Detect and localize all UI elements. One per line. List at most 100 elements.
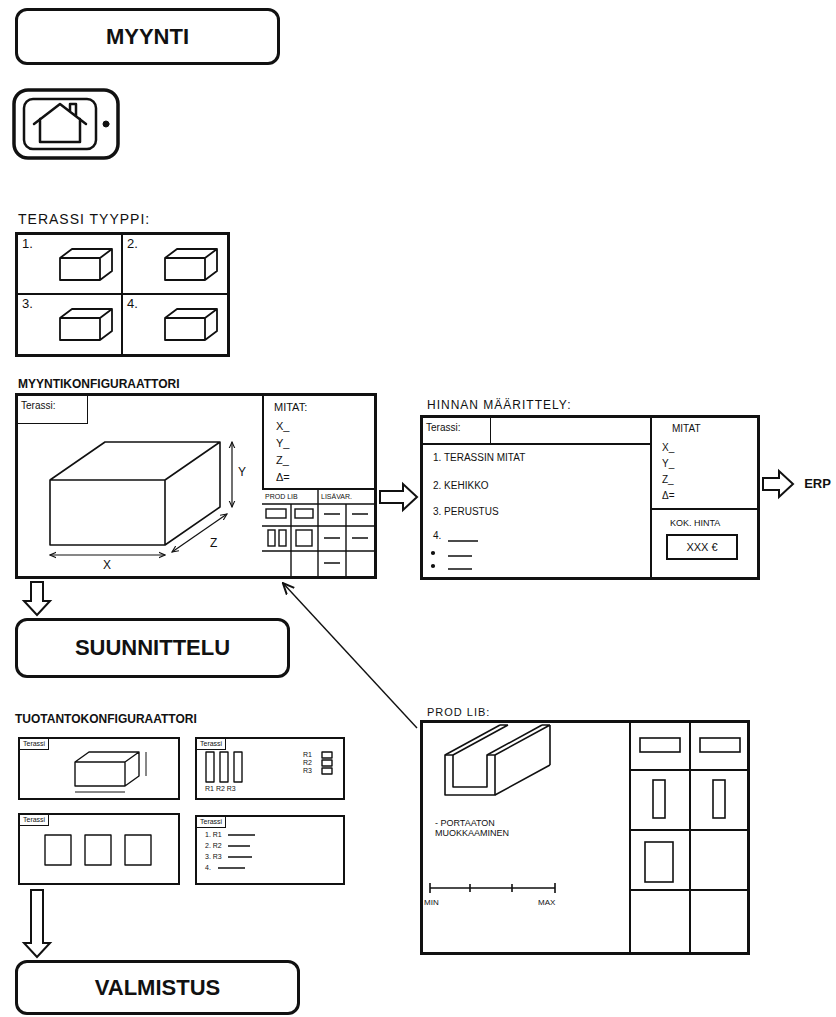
terrace-model (172, 514, 227, 552)
slider-label: MAX (538, 898, 555, 907)
tab-label: Terassi (20, 739, 49, 750)
node-text: XXX € (686, 541, 717, 554)
dimension-label: Z (210, 537, 217, 551)
node-text: MITAT (672, 423, 701, 435)
price-list-lines (423, 444, 650, 569)
library-table (262, 490, 374, 576)
production-sketch (75, 752, 146, 792)
type-cell: 3. (18, 295, 123, 354)
stage-box: MYYNTI (15, 8, 280, 65)
library-grid (630, 723, 747, 952)
dimension-panel: MITATX_Y_Z_Δ= (650, 418, 757, 510)
node-text: 2. (127, 237, 138, 252)
flow-arrow (763, 471, 793, 497)
tab-label: Terassi (20, 815, 49, 826)
flow-arrow (24, 890, 50, 957)
node-text: VALMISTUS (95, 975, 220, 1000)
table-header: PROD LIB (265, 493, 298, 501)
node-text: 2. KEHIKKO (433, 480, 489, 492)
tab-label: Terassi (197, 739, 226, 750)
node-text: ERP (804, 477, 831, 492)
type-grid: TERASSI TYYPPI:1.2.3.4. (15, 232, 230, 357)
dimension-panel: MITAT:X_Y_Z_Δ= (262, 396, 374, 490)
node-text: MYYNTI (106, 24, 189, 49)
stage-box: SUUNNITTELU (15, 618, 290, 678)
production-sketch (220, 752, 228, 782)
node-text: 3. PERUSTUS (433, 506, 499, 518)
terrace-sketch (165, 309, 217, 340)
flow-arrow (24, 582, 50, 615)
node-text: 4. (205, 864, 211, 872)
tab-box: Terassi: (423, 418, 491, 444)
screen-box: HINNAN MÄÄRITTELY:1. TERASSIN MITAT2. KE… (420, 415, 760, 580)
screen-heading: TERASSI TYYPPI: (18, 211, 150, 227)
phone-icon (14, 90, 118, 158)
node-text: 2. R2 (205, 842, 222, 850)
terrace-model (50, 554, 165, 555)
library-grid (640, 738, 680, 752)
type-cell: 1. (18, 235, 123, 295)
library-table (296, 530, 312, 546)
production-sketch (125, 835, 151, 865)
library-grid (700, 738, 740, 752)
production-sketch (218, 835, 255, 868)
screen-group: TUOTANTOKONFIGURAATTORITerassiTerassiR1 … (15, 732, 350, 887)
tab-label: Terassi (197, 817, 226, 828)
library-grid (630, 723, 747, 952)
library-table (295, 509, 313, 518)
slider-label: MIN (424, 898, 439, 907)
production-sketch (322, 752, 332, 758)
node-text: R1 R2 R3 (303, 751, 317, 775)
node-text: 1. R1 (205, 831, 222, 839)
dimension-label: X (103, 559, 111, 573)
screen-box: PROD LIB:- PORTAATON MUOKKAAMINEN (420, 720, 750, 955)
screen-box: Terassi (18, 737, 180, 800)
production-sketch (85, 835, 111, 865)
screen-box: Terassi 1. R1 2. R2 3. R3 4. (195, 815, 345, 885)
node-text: Z_ (276, 454, 289, 467)
node-text: Terassi: (21, 400, 55, 412)
price-list-lines (432, 565, 435, 568)
library-table (324, 514, 368, 563)
terrace-model (231, 442, 232, 507)
library-table (268, 530, 275, 546)
node-text: 4. (433, 530, 441, 542)
library-grid (653, 780, 665, 818)
node-text: 3. R3 (205, 853, 222, 861)
production-sketch (45, 752, 332, 868)
node-text: Δ= (662, 490, 675, 502)
reference-arrow (283, 583, 417, 728)
price-list-lines (448, 541, 478, 569)
terrace-sketch (60, 249, 112, 280)
type-cell: 4. (123, 295, 227, 354)
flow-arrow (380, 484, 417, 510)
node-text: X_ (276, 420, 289, 433)
type-cell: 2. (123, 235, 227, 295)
screen-box: MYYNTIKONFIGURAATTORITerassi:MITAT:X_Y_Z… (15, 393, 377, 579)
node-text: KOK. HINTA (670, 518, 720, 528)
node-text: X_ (662, 442, 674, 454)
library-table (262, 490, 374, 576)
screen-box: Terassi (18, 813, 180, 885)
phone-icon (24, 99, 96, 149)
system-label: ERP (796, 472, 836, 496)
price-box: XXX € (666, 534, 738, 560)
tab-box: Terassi: (18, 396, 88, 424)
phone-icon (103, 121, 109, 127)
node-text: 4. (127, 297, 138, 312)
screen-heading: TUOTANTOKONFIGURAATTORI (15, 713, 197, 727)
node-text: Y_ (276, 437, 289, 450)
terrace-model (50, 442, 232, 555)
node-text: 1. (22, 237, 33, 252)
price-panel: KOK. HINTA XXX € (650, 510, 757, 577)
size-slider (430, 883, 555, 893)
node-text: - PORTAATON MUOKKAAMINEN (435, 818, 535, 839)
library-table (266, 509, 286, 518)
library-table (279, 530, 286, 546)
production-sketch (45, 835, 71, 865)
screen-heading: HINNAN MÄÄRITTELY: (427, 399, 571, 413)
screen-heading: PROD LIB: (427, 706, 490, 719)
profile-sketch (445, 755, 495, 795)
